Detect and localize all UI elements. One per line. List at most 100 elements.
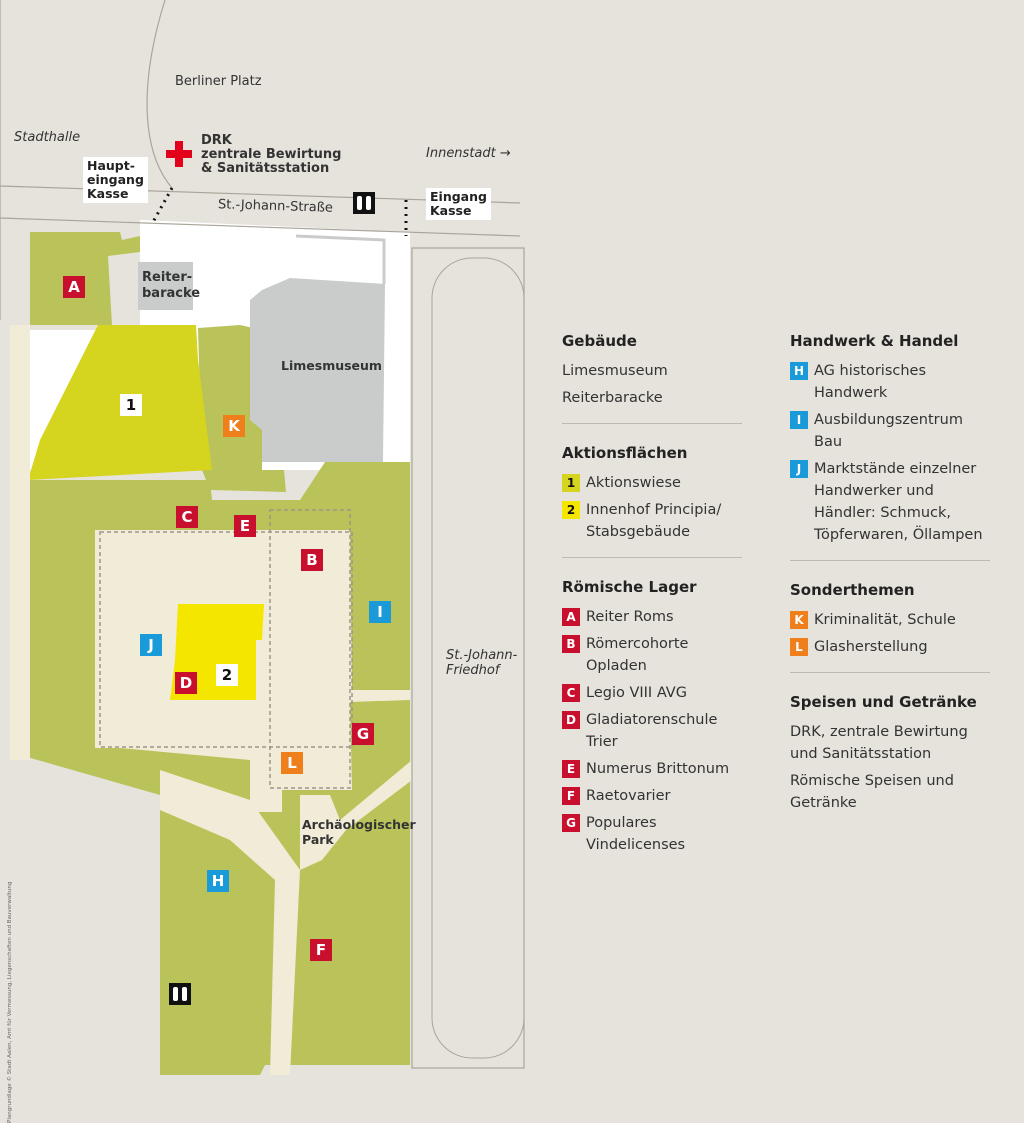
legend-text: Populares Vindelicenses [586,815,686,853]
legend-item: B Römercohorte Opladen [562,633,742,677]
legend-text: Kriminalität, Schule [814,612,956,628]
legend-item: C Legio VIII AVG [562,682,742,704]
marker-k[interactable]: K [223,415,245,437]
park-path [160,770,300,1075]
legend-text: Marktstände einzelner Handwerker und Hän… [814,461,983,543]
legend-item: J Marktstände einzelner Handwerker und Hä… [790,458,990,546]
drk-label: DRK zentrale Bewirtung & Sanitätsstation [201,133,342,176]
drk-cross-icon [166,141,192,167]
marker-b[interactable]: B [301,549,323,571]
marker-j[interactable]: J [140,634,162,656]
museum-outline [295,234,386,284]
paths [10,325,30,760]
reiterbaracke-label: Reiter- baracke [142,270,201,301]
legend-item: G Populares Vindelicenses [562,812,742,856]
principia-wall [269,509,351,789]
toilet-icon [169,983,191,1005]
stadthalle-label: Stadthalle [14,130,81,145]
marker-d[interactable]: D [175,672,197,694]
legend-title-sonderthemen: Sonderthemen [790,581,915,599]
legend-key: A [562,608,580,626]
limesmuseum-label: Limesmuseum [281,358,382,373]
entrance-dots-main [151,187,174,223]
legend-key: 1 [562,474,580,492]
legend-item: L Glasherstellung [790,636,990,658]
divider [790,672,990,673]
legend-text: Römercohorte Opladen [586,636,689,674]
divider [562,423,742,424]
marker-l[interactable]: L [281,752,303,774]
marker-i[interactable]: I [369,601,391,623]
path-right [300,760,412,870]
legend-key: E [562,760,580,778]
legend-item: E Numerus Brittonum [562,758,742,780]
legend-item: I Ausbildungszentrum Bau [790,409,990,453]
innenstadt-label: Innenstadt → [426,146,511,161]
legend-text: Innenhof Principia/ Stabsgebäude [586,502,722,540]
copyright-note: Plangrundlage © Stadt Aalen, Amt für Ver… [7,881,13,1123]
legend-key: B [562,635,580,653]
street-edge-2 [0,217,521,237]
marker-h[interactable]: H [207,870,229,892]
legend-item: DRK, zentrale Bewirtung und Sanitätsstat… [790,724,968,762]
legend-item: Limesmuseum [562,363,668,379]
legend-key: F [562,787,580,805]
legend-key: H [790,362,808,380]
reiterbaracke-building [138,262,193,310]
marker-e[interactable]: E [234,515,256,537]
legend-key: 2 [562,501,580,519]
legend-left-column: Gebäude Limesmuseum Reiterbaracke Aktion… [562,330,742,861]
legend-item: A Reiter Roms [562,606,742,628]
legend-item: H AG historisches Handwerk [790,360,990,404]
legend-item: K Kriminalität, Schule [790,609,990,631]
legend-item: 1 Aktionswiese [562,472,742,494]
friedhof-inner [431,257,525,1059]
legend-item: 2 Innenhof Principia/ Stabsgebäude [562,499,742,543]
legend-title-speisen: Speisen und Getränke [790,693,977,711]
marker-a[interactable]: A [63,276,85,298]
legend-key: I [790,411,808,429]
legend-key: G [562,814,580,832]
friedhof-label: St.-Johann- Friedhof [446,648,518,678]
berliner-platz-label: Berliner Platz [175,74,262,89]
legend-title-aktionsflaechen: Aktionsflächen [562,444,688,462]
legend-item: Reiterbaracke [562,390,663,406]
park-label: Archäologischer Park [302,817,416,847]
legend-key: C [562,684,580,702]
legend-text: Numerus Brittonum [586,761,730,777]
legend-item: Römische Speisen und Getränke [790,773,954,811]
legend-text: Legio VIII AVG [586,685,687,701]
divider [562,557,742,558]
eingang-label: Eingang Kasse [426,188,491,220]
berliner-platz-road [146,0,173,189]
toilet-icon [353,192,375,214]
green-area-a [30,232,140,325]
legend-title-handwerk: Handwerk & Handel [790,332,959,350]
legend-title-gebaeude: Gebäude [562,332,637,350]
marker-f[interactable]: F [310,939,332,961]
green-area-k [198,325,286,492]
marker-g[interactable]: G [352,723,374,745]
legend-text: Reiter Roms [586,609,674,625]
haupteingang-label: Haupt- eingang Kasse [83,157,148,203]
limesmuseum-building [250,278,385,462]
marker-c[interactable]: C [176,506,198,528]
site-map [0,0,525,1075]
legend-key: K [790,611,808,629]
legend-text: Gladiatorenschule Trier [586,712,718,750]
camp-wall [99,531,353,748]
legend-title-roemische-lager: Römische Lager [562,578,697,596]
legend-key: L [790,638,808,656]
legend-text: AG historisches Handwerk [814,363,927,401]
legend-text: Ausbildungszentrum Bau [814,412,963,450]
legend-key: D [562,711,580,729]
marker-2[interactable]: 2 [216,664,238,686]
legend-text: Aktionswiese [586,475,681,491]
legend-right-column: Handwerk & Handel H AG historisches Handw… [790,330,990,819]
legend-text: Glasherstellung [814,639,928,655]
legend-key: J [790,460,808,478]
marker-1[interactable]: 1 [120,394,142,416]
divider [790,560,990,561]
legend-item: D Gladiatorenschule Trier [562,709,742,753]
